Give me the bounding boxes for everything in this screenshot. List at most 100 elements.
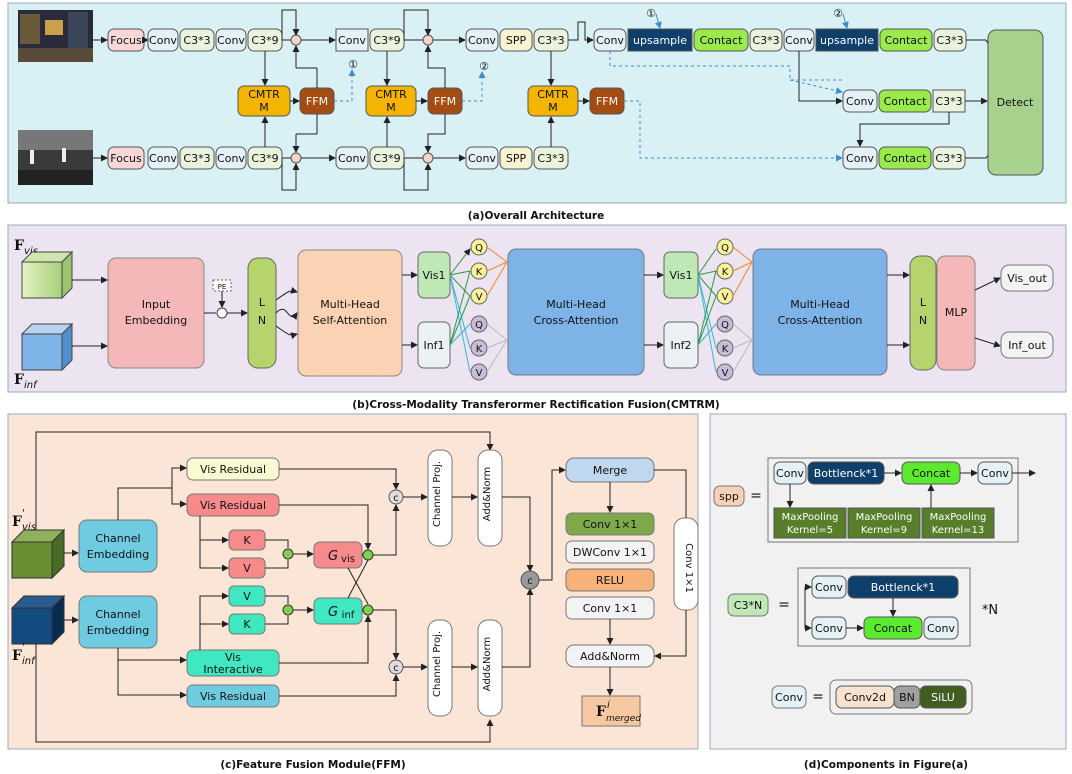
a-bot-spp <box>499 146 533 170</box>
a-neck-contact2-label: Contact <box>885 34 928 47</box>
b-q3-label: Q <box>721 243 729 254</box>
b-mhca-1 <box>507 248 645 376</box>
c-concat-merge-label: c <box>527 576 533 587</box>
b-vis-out <box>1000 264 1054 292</box>
d-spp-conv2-label: Conv <box>981 467 1009 480</box>
b-vis-out-label: Vis_out <box>1007 272 1047 285</box>
c-conv1x1-1-label: Conv 1×1 <box>583 518 638 531</box>
a-neck-upsample2 <box>815 28 879 52</box>
a-cmtrm-3-l1: CMTR <box>537 88 569 101</box>
c-mult-inf <box>282 604 294 616</box>
c-v-inf-label: V <box>243 590 251 603</box>
d-conv2d-label: Conv2d <box>844 691 886 704</box>
a-bot-conv4 <box>465 146 499 170</box>
c-channel-proj-bot-label: Channel Proj. <box>432 631 443 697</box>
a-top-row: Focus Conv C3*3 Conv C3*9 Conv C3*9 Conv… <box>93 28 569 52</box>
a-marker-1-small: ① <box>348 58 358 71</box>
a-bot-add-2 <box>422 152 434 164</box>
c-conv1x1-side-label: Conv 1×1 <box>683 543 694 593</box>
a-neck-c3x3-1-label: C3*3 <box>752 34 779 47</box>
a-cmtrm-1-l1: CMTR <box>248 88 280 101</box>
a-detect <box>987 29 1044 176</box>
b-ln-2 <box>909 255 937 371</box>
a-top-conv4-label: Conv <box>468 34 496 47</box>
c-add-norm-merge-label: Add&Norm <box>580 650 640 663</box>
b-v2-label: V <box>476 368 483 379</box>
a-fusion-blocks: CMTR M FFM ① CMTR M FFM <box>237 9 625 191</box>
d-maxpool-9 <box>847 507 921 539</box>
a-top-conv2-label: Conv <box>217 34 245 47</box>
a-top-c3x9-1-label: C3*9 <box>251 34 278 47</box>
a-marker-2-small: ② <box>479 60 489 73</box>
a-neck-conv1-label: Conv <box>596 34 624 47</box>
b-ln-1-l1: L <box>259 296 266 309</box>
a-neck-contact1-label: Contact <box>700 34 743 47</box>
c-add-norm-top <box>477 449 503 547</box>
d-c3n-container <box>797 567 971 647</box>
d-spp-container <box>767 457 1019 543</box>
b-mhca-2-l2: Cross-Attention <box>778 314 863 327</box>
a-bot-c3x9-1-label: C3*9 <box>251 152 278 165</box>
a-neck-contact3 <box>878 89 932 113</box>
d-c3n-conv1-label: Conv <box>815 581 843 594</box>
c-relu <box>565 568 655 592</box>
a-caption: (a)Overall Architecture <box>468 210 604 222</box>
d-silu-label: SiLU <box>931 691 955 704</box>
b-ln-1-l2: N <box>258 314 266 327</box>
b-vis1b-label: Vis1 <box>669 269 692 282</box>
d-spp-bottleneck-label: Bottlenck*1 <box>814 467 879 480</box>
a-bot-conv2 <box>215 146 247 170</box>
c-vis-residual-1-label: Vis Residual <box>200 463 266 476</box>
b-fvis-sub: vis <box>24 246 38 257</box>
c-finf-sub: inf <box>22 656 36 667</box>
c-f-merged-sub: merged <box>606 714 641 724</box>
d-maxpool-13-l2: Kernel=13 <box>932 525 985 536</box>
c-channel-proj-bot <box>427 619 453 717</box>
a-neck-c3x3-1 <box>749 28 783 52</box>
c-dwconv-label: DWConv 1×1 <box>573 546 647 559</box>
a-top-c3x3-2-label: C3*3 <box>537 34 564 47</box>
a-ffm-1-label: FFM <box>306 95 328 108</box>
c-channel-proj-top-label: Channel Proj. <box>432 461 443 527</box>
b-input-embedding-l1: Input <box>142 298 171 311</box>
a-top-add-2 <box>422 34 434 46</box>
c-finf-main: F <box>12 648 22 664</box>
a-marker-2: ② <box>833 7 843 20</box>
c-merge-label: Merge <box>593 464 628 477</box>
b-v4-label: V <box>722 368 729 379</box>
d-maxpool-9-l1: MaxPooling <box>856 512 913 523</box>
b-finf-main: F <box>14 372 24 388</box>
a-neck: Conv upsample Contact C3*3 Conv upsample… <box>568 7 1044 176</box>
c-relu-label: RELU <box>596 574 624 587</box>
b-mhca-1-l2: Cross-Attention <box>534 314 619 327</box>
c-mult-vis <box>282 548 294 560</box>
b-inf1-label: Inf1 <box>423 339 444 352</box>
b-input-embedding-l2: Embedding <box>125 314 187 327</box>
a-neck-contact2 <box>879 28 933 52</box>
b-k3-label: K <box>722 267 729 278</box>
a-detect-label: Detect <box>997 96 1034 109</box>
b-mhca-2 <box>752 248 888 376</box>
d-conv-box <box>771 685 807 709</box>
c-mult-inf-2 <box>362 604 374 616</box>
d-spp-label: spp <box>719 490 739 503</box>
a-top-c3x3-label: C3*3 <box>183 34 210 47</box>
b-ln-2-l2: N <box>919 314 927 327</box>
d-c3n-times-n: *N <box>982 603 998 618</box>
a-neck-upsample1-label: upsample <box>633 34 687 47</box>
a-neck-conv3-label: Conv <box>846 95 874 108</box>
c-conv1x1-2-label: Conv 1×1 <box>583 602 638 615</box>
a-bot-conv1-label: Conv <box>149 152 177 165</box>
a-neck-conv3 <box>842 89 878 113</box>
c-f-merged-sup: i <box>607 700 610 711</box>
a-top-conv3 <box>335 28 369 52</box>
b-inf-out-label: Inf_out <box>1008 339 1046 352</box>
d-c3n-eq: = <box>778 597 790 613</box>
a-top-spp-label: SPP <box>506 34 527 47</box>
c-vis-residual-2-label: Vis Residual <box>200 499 266 512</box>
a-bot-conv4-label: Conv <box>468 152 496 165</box>
a-ffm-2-label: FFM <box>434 95 456 108</box>
c-conv1x1-1 <box>565 512 655 536</box>
c-v-vis-label: V <box>243 562 251 575</box>
c-caption: (c)Feature Fusion Module(FFM) <box>220 759 405 771</box>
